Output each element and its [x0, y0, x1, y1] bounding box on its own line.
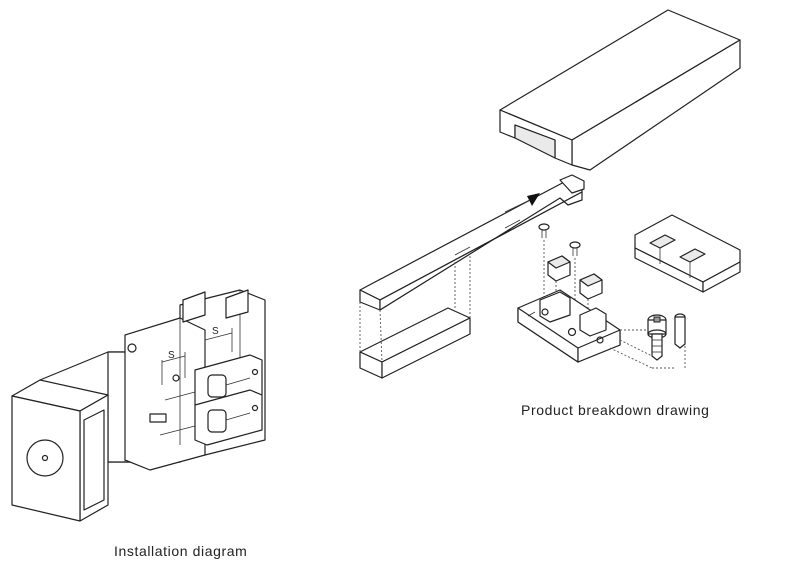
caption-installation-diagram: Installation diagram: [114, 543, 248, 559]
countersunk-screw-2: [569, 241, 581, 320]
latch-base: [517, 289, 621, 363]
installation-assembly: [11, 289, 266, 522]
caption-product-breakdown: Product breakdown drawing: [521, 402, 710, 418]
dimension-marks: [127, 328, 233, 385]
projection-lines: [359, 256, 471, 363]
dowel-pin: [674, 313, 686, 349]
latch-bar: [359, 174, 585, 311]
top-cover-channel: [499, 9, 741, 171]
front-platen: [11, 379, 109, 522]
dimension-label-s-right: S: [212, 326, 219, 337]
direction-arrow: [527, 193, 540, 206]
lower-slider-block: [359, 307, 471, 379]
countersunk-screw-1: [538, 223, 550, 305]
dimension-label-s-left: S: [168, 350, 175, 361]
latch-mechanism: [149, 354, 263, 446]
socket-head-screw: [647, 314, 667, 361]
spring-cap-2: [579, 273, 603, 312]
spring-cap-1: [547, 255, 571, 298]
nozzle-hole: [26, 439, 64, 477]
assembly-lines: [609, 329, 686, 369]
slotted-block: [634, 214, 741, 293]
